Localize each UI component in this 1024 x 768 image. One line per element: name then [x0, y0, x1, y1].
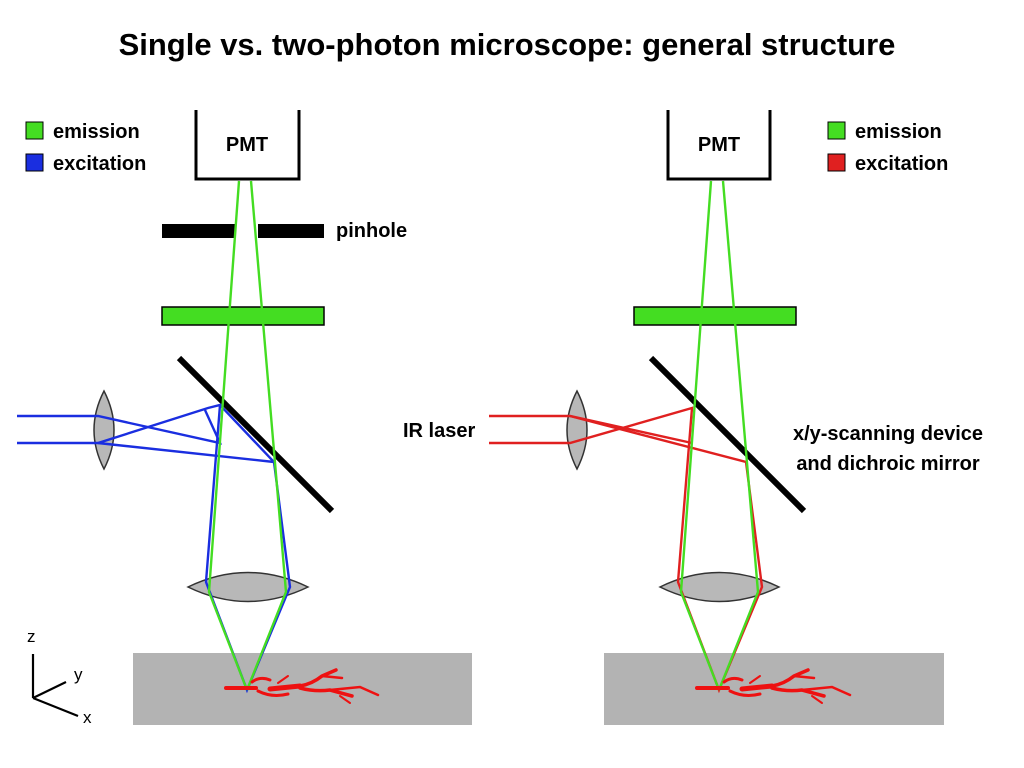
right-objective-lens: [658, 571, 781, 603]
right-legend: emission excitation: [827, 121, 948, 175]
scanner-label-line2: and dichroic mirror: [796, 453, 980, 475]
right-legend-excitation-label: excitation: [855, 153, 948, 175]
pinhole-bar-left: [162, 224, 235, 238]
right-legend-emission-swatch: [827, 121, 846, 140]
left-objective-lens: [186, 571, 310, 603]
z-axis-label: z: [27, 627, 36, 646]
right-emission-beam-left: [679, 180, 721, 691]
pinhole-label: pinhole: [336, 220, 407, 242]
y-axis-label: y: [74, 665, 83, 684]
left-excitation-beam-lower: [17, 403, 292, 694]
left-dichroic-mirror: [176, 355, 335, 514]
right-pmt-detector: [666, 110, 772, 181]
scanner-label-line1: x/y-scanning device: [793, 423, 983, 445]
right-excitation-beam-lower: [489, 406, 764, 694]
slide-title: Single vs. two-photon microscope: genera…: [119, 27, 896, 62]
left-laser-lens: [93, 389, 115, 471]
left-emission-beam-right: [245, 180, 288, 691]
right-dichroic-mirror: [648, 355, 807, 514]
left-legend-excitation-label: excitation: [53, 153, 146, 175]
right-laser-lens: [566, 389, 588, 471]
x-axis: [32, 696, 79, 718]
right-legend-emission-label: emission: [855, 121, 942, 143]
left-legend: emission excitation: [25, 121, 146, 175]
left-pmt-label: PMT: [226, 134, 268, 156]
left-excitation-beam-lower-b: [97, 441, 275, 464]
left-excitation-beam-upper: [17, 409, 223, 445]
y-axis: [32, 681, 67, 699]
right-pmt-label: PMT: [698, 134, 740, 156]
left-pmt-detector: [194, 110, 301, 181]
left-neuron: [224, 668, 380, 704]
left-legend-emission-label: emission: [53, 121, 140, 143]
ir-laser-label: IR laser: [403, 420, 475, 442]
coordinate-axes: [31, 654, 79, 718]
single-photon-panel: emission excitation PMT pinhole: [17, 110, 472, 725]
right-neuron: [695, 668, 852, 704]
right-emission-beam-right: [717, 180, 760, 691]
left-emission-beam-left: [207, 180, 249, 691]
pinhole-bar-right: [258, 224, 324, 238]
x-axis-label: x: [83, 708, 92, 727]
right-legend-excitation-swatch: [827, 153, 846, 172]
left-legend-emission-swatch: [25, 121, 44, 140]
two-photon-panel: emission excitation PMT IR laser x/y-sca…: [403, 110, 983, 725]
left-legend-excitation-swatch: [25, 153, 44, 172]
right-emission-filter: [633, 306, 797, 326]
left-emission-filter: [161, 306, 325, 326]
